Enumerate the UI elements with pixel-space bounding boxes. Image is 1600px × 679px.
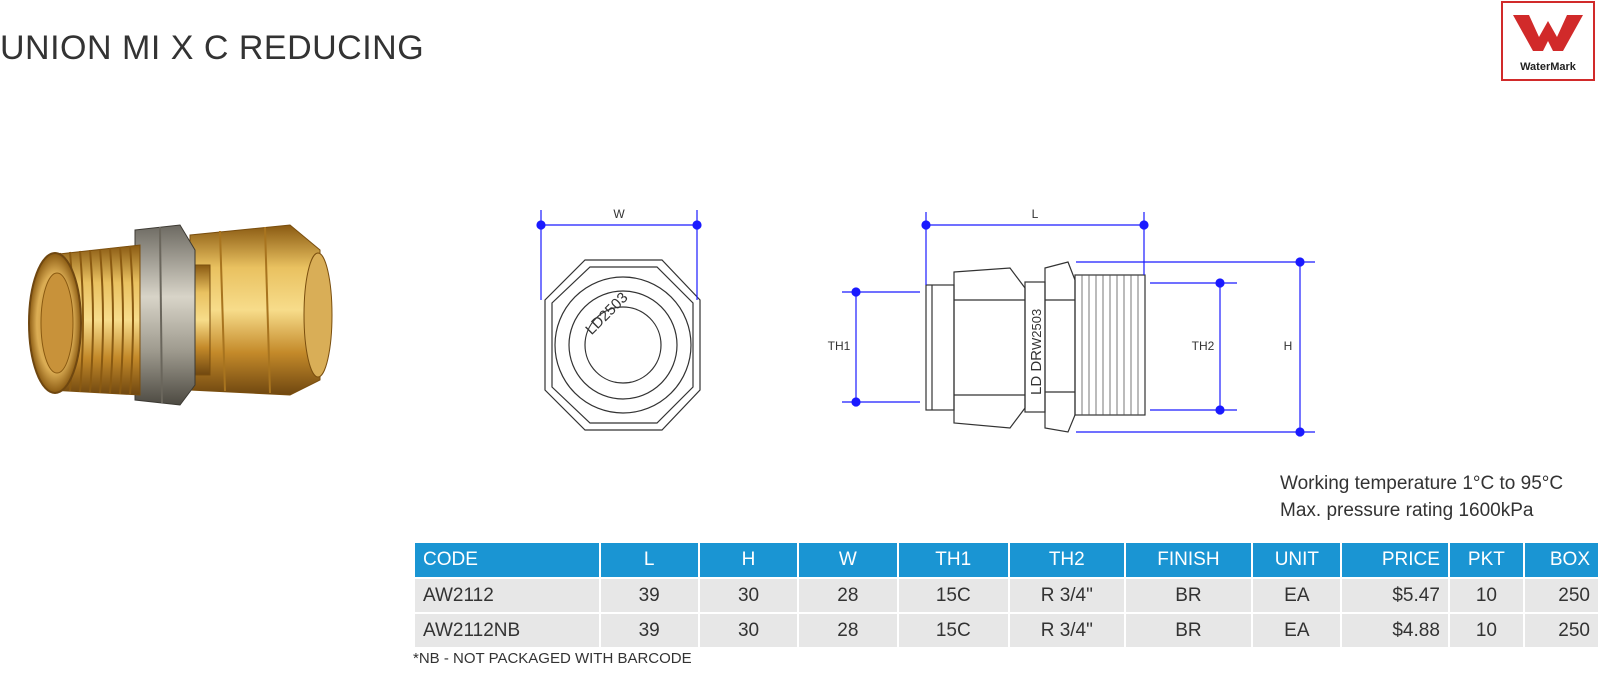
- working-temperature: Working temperature 1°C to 95°C: [1280, 473, 1564, 494]
- col-pkt: PKT: [1449, 543, 1523, 579]
- cell-h: 30: [699, 614, 798, 649]
- col-th1: TH1: [898, 543, 1008, 579]
- cell-code: AW2112: [415, 579, 599, 614]
- cell-pkt: 10: [1449, 579, 1523, 614]
- dim-th1-label: TH1: [828, 339, 851, 353]
- col-code: CODE: [415, 543, 599, 579]
- cell-w: 28: [799, 579, 897, 614]
- col-price: PRICE: [1342, 543, 1448, 579]
- cell-th1: 15C: [898, 614, 1008, 649]
- dim-th2: [1150, 278, 1237, 415]
- dim-w: [536, 210, 702, 300]
- cell-unit: EA: [1253, 579, 1341, 614]
- dim-w-label: W: [613, 207, 625, 221]
- cell-code: AW2112NB: [415, 614, 599, 649]
- product-table: CODE L H W TH1 TH2 FINISH UNIT PRICE PKT…: [413, 543, 1600, 649]
- dim-l-label: L: [1032, 207, 1039, 221]
- col-th2: TH2: [1010, 543, 1124, 579]
- col-finish: FINISH: [1125, 543, 1252, 579]
- cell-th2: R 3/4": [1010, 579, 1124, 614]
- table-row: AW2112 39 30 28 15C R 3/4" BR EA $5.47 1…: [415, 579, 1598, 614]
- end-view: [544, 259, 701, 431]
- dim-h-label: H: [1284, 339, 1293, 353]
- cell-h: 30: [699, 579, 798, 614]
- col-unit: UNIT: [1253, 543, 1341, 579]
- cell-l: 39: [600, 614, 698, 649]
- cell-unit: EA: [1253, 614, 1341, 649]
- watermark-w-icon: [1513, 15, 1583, 51]
- cell-l: 39: [600, 579, 698, 614]
- cell-pkt: 10: [1449, 614, 1523, 649]
- col-w: W: [799, 543, 897, 579]
- cell-th1: 15C: [898, 579, 1008, 614]
- table-header-row: CODE L H W TH1 TH2 FINISH UNIT PRICE PKT…: [415, 543, 1598, 579]
- side-view-brand-marking: LD DR: [1028, 350, 1045, 395]
- dim-th2-label: TH2: [1192, 339, 1215, 353]
- watermark-logo-text: WaterMark: [1520, 61, 1576, 73]
- col-l: L: [600, 543, 698, 579]
- product-photo: [28, 224, 333, 406]
- cell-th2: R 3/4": [1010, 614, 1124, 649]
- footnote: *NB - NOT PACKAGED WITH BARCODE: [413, 650, 692, 667]
- page-title: UNION MI X C REDUCING: [0, 28, 425, 67]
- specs-block: Working temperature 1°C to 95°C Max. pre…: [1280, 470, 1563, 524]
- end-view-marking: LD2503: [582, 289, 631, 338]
- pressure-rating: Max. pressure rating 1600kPa: [1280, 500, 1534, 521]
- side-view-threads: [1081, 275, 1139, 415]
- cell-price: $5.47: [1342, 579, 1448, 614]
- dim-th1: [842, 287, 920, 407]
- table-row: AW2112NB 39 30 28 15C R 3/4" BR EA $4.88…: [415, 614, 1598, 649]
- col-h: H: [699, 543, 798, 579]
- cell-box: 250: [1524, 614, 1598, 649]
- cell-finish: BR: [1125, 614, 1252, 649]
- dim-h: [1076, 257, 1315, 437]
- watermark-logo: WaterMark: [1501, 1, 1595, 81]
- cell-price: $4.88: [1342, 614, 1448, 649]
- cell-finish: BR: [1125, 579, 1252, 614]
- cell-w: 28: [799, 614, 897, 649]
- cell-box: 250: [1524, 579, 1598, 614]
- col-box: BOX: [1524, 543, 1598, 579]
- dim-l: [921, 212, 1149, 285]
- side-view-code-marking: W2503: [1029, 309, 1044, 350]
